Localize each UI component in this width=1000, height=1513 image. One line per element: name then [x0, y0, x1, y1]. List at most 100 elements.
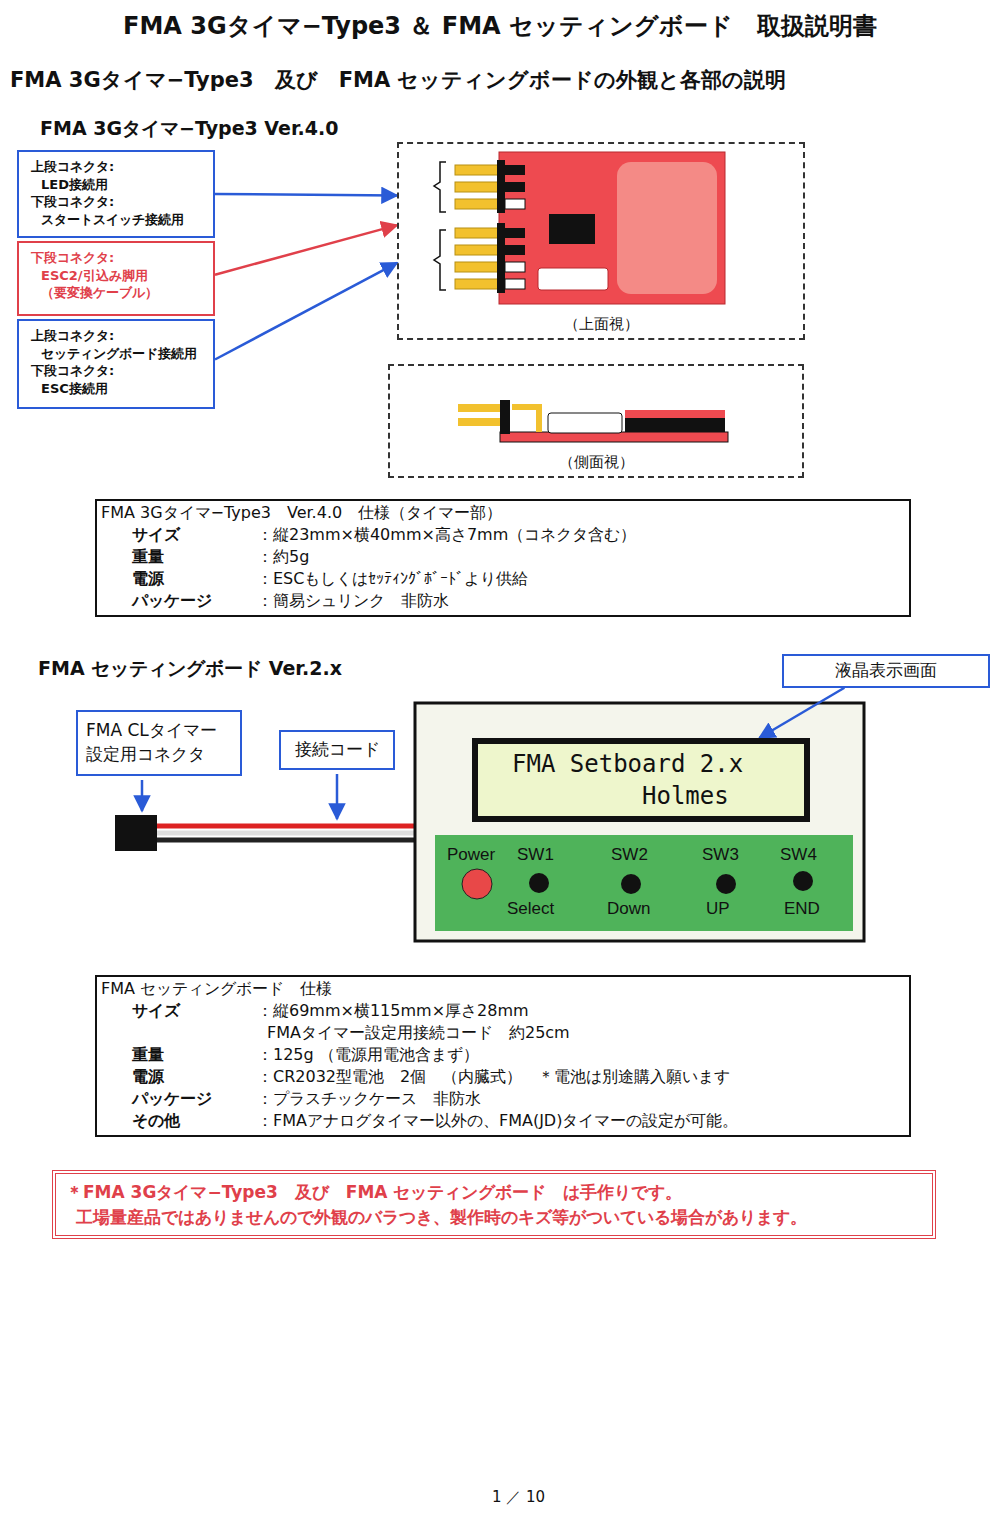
spec-value: ：FMAアナログタイマー以外の、FMA(JD)タイマーの設定が可能。 [257, 1110, 905, 1132]
shrink-area [617, 162, 717, 294]
connector-arrow [759, 688, 844, 738]
wire-red [157, 824, 414, 829]
display-text: Select [507, 899, 554, 919]
side-housing [500, 400, 510, 434]
wire-black [157, 838, 414, 843]
spec-value: ：CR2032型電池 2個 （内臓式） ＊電池は別途購入願います [257, 1066, 905, 1088]
spec-key-cell: 電源 [101, 568, 257, 590]
display-text: Down [607, 899, 650, 919]
pcb-board [499, 152, 725, 304]
callout-box: 接続コード [279, 730, 395, 770]
leader-arrow [336, 774, 339, 819]
view-frame: （上面視） [397, 142, 805, 340]
spec-value: ：ESCもしくはｾｯﾃｨﾝｸﾞﾎﾞｰﾄﾞより供給 [257, 568, 905, 590]
callout-text: 液晶表示画面 [835, 659, 937, 683]
spec-value: FMAタイマー設定用接続コード 約25cm [257, 1022, 905, 1044]
connector-arrow [215, 263, 397, 360]
spec-key: その他 [132, 1110, 257, 1132]
callout-text: ESC2/引込み脚用 [31, 267, 209, 285]
spec-key-cell [101, 1022, 257, 1044]
spec-key: 重量 [132, 546, 257, 568]
callout-box: 液晶表示画面 [782, 654, 990, 688]
spec-row: パッケージ：簡易シュリンク 非防水 [101, 590, 905, 612]
board-case [415, 703, 864, 941]
display-text: SW2 [611, 845, 648, 865]
display-text: Power [447, 845, 495, 865]
sub-heading: FMA 3Gタイマ−Type3 Ver.4.0 [40, 116, 338, 142]
spec-value-cell: ：縦69mm×横115mm×厚さ28mm [257, 1000, 905, 1022]
power-button [462, 869, 492, 899]
view-frame: （側面視） [388, 364, 804, 478]
spec-key-cell: サイズ [101, 1000, 257, 1022]
side-pin [458, 404, 506, 412]
spec-key-cell: 電源 [101, 1066, 257, 1088]
spec-key-cell: その他 [101, 1110, 257, 1132]
spec-key: 電源 [132, 1066, 257, 1088]
spec-row: パッケージ：プラスチックケース 非防水 [101, 1088, 905, 1110]
side-pin [536, 404, 542, 432]
button [529, 873, 549, 893]
spec-table: FMA 3Gタイマ−Type3 Ver.4.0 仕様（タイマー部）サイズ：縦23… [95, 499, 911, 617]
spec-heading: FMA 3Gタイマ−Type3 Ver.4.0 仕様（タイマー部） [101, 502, 905, 524]
spec-value-cell: ：縦23mm×横40mm×高さ7mm（コネクタ含む） [257, 524, 905, 546]
spec-row: 重量：約5g [101, 546, 905, 568]
spec-value-cell: ：CR2032型電池 2個 （内臓式） ＊電池は別途購入願います [257, 1066, 905, 1088]
spec-key-cell: サイズ [101, 524, 257, 546]
spec-key: パッケージ [132, 1088, 257, 1110]
spec-value: ：縦23mm×横40mm×高さ7mm（コネクタ含む） [257, 524, 905, 546]
spec-key: 重量 [132, 1044, 257, 1066]
spec-key: サイズ [132, 524, 257, 546]
spec-key: サイズ [132, 1000, 257, 1022]
display-text: Holmes [642, 782, 729, 810]
spec-row: その他：FMAアナログタイマー以外の、FMA(JD)タイマーの設定が可能。 [101, 1110, 905, 1132]
callout-text: LED接続用 [31, 176, 209, 194]
brackets [434, 162, 446, 290]
connector-arrow [215, 194, 397, 195]
callout-box: 上段コネクタ:LED接続用下段コネクタ:スタートスイッチ接続用 [17, 150, 215, 238]
spec-value-cell: ：ESCもしくはｾｯﾃｨﾝｸﾞﾎﾞｰﾄﾞより供給 [257, 568, 905, 590]
spec-row: 電源：ESCもしくはｾｯﾃｨﾝｸﾞﾎﾞｰﾄﾞより供給 [101, 568, 905, 590]
section-heading: FMA 3Gタイマ−Type3 及び FMA セッティングボードの外観と各部の説… [10, 66, 786, 94]
view-caption: （側面視） [559, 453, 634, 472]
spec-row: サイズ：縦23mm×横40mm×高さ7mm（コネクタ含む） [101, 524, 905, 546]
button [793, 871, 813, 891]
button-labels: PowerSW1SelectSW2DownSW3UPSW4END [435, 835, 853, 931]
spec-key: パッケージ [132, 590, 257, 612]
callout-text: 接続コード [295, 738, 380, 762]
spec-table: FMA セッティングボード 仕様サイズ：縦69mm×横115mm×厚さ28mmF… [95, 975, 911, 1137]
spec-value-cell: FMAタイマー設定用接続コード 約25cm [257, 1022, 905, 1044]
page-number: 1 ／ 10 [492, 1488, 545, 1507]
callout-text: （要変換ケーブル） [31, 284, 209, 302]
callout-text: 上段コネクタ: [31, 158, 209, 176]
spec-value-cell: ：約5g [257, 546, 905, 568]
spec-key-cell: 重量 [101, 546, 257, 568]
spec-value: ：約5g [257, 546, 905, 568]
spec-value-cell: ：プラスチックケース 非防水 [257, 1088, 905, 1110]
connector-plug [115, 815, 157, 851]
spec-row: FMAタイマー設定用接続コード 約25cm [101, 1022, 905, 1044]
display-text: SW3 [702, 845, 739, 865]
spec-key: 電源 [132, 568, 257, 590]
warning-text: ＊FMA 3Gタイマ−Type3 及び FMA セッティングボード は手作りです… [66, 1180, 922, 1205]
spec-value: ：縦69mm×横115mm×厚さ28mm [257, 1000, 905, 1022]
wire-white [157, 831, 414, 836]
side-shrink [625, 410, 725, 418]
leader-arrow [141, 780, 144, 811]
display-text: UP [706, 899, 730, 919]
ic-chip [549, 214, 595, 244]
spec-key-cell: パッケージ [101, 1088, 257, 1110]
callout-box: 上段コネクタ:セッティングボード接続用下段コネクタ:ESC接続用 [17, 319, 215, 409]
spec-key-cell: 重量 [101, 1044, 257, 1066]
spec-value: ：125g （電源用電池含まず） [257, 1044, 905, 1066]
side-chip [625, 418, 725, 432]
view-caption: （上面視） [564, 315, 639, 334]
connector-arrow [215, 225, 397, 275]
sub-heading: FMA セッティングボード Ver.2.x [38, 656, 342, 682]
spec-value-cell: ：簡易シュリンク 非防水 [257, 590, 905, 612]
spec-value-cell: ：FMAアナログタイマー以外の、FMA(JD)タイマーの設定が可能。 [257, 1110, 905, 1132]
spec-heading: FMA セッティングボード 仕様 [101, 978, 905, 1000]
callout-box: FMA CLタイマー 設定用コネクタ [76, 710, 242, 776]
lcd-screen: FMA Setboard 2.xHolmes [472, 738, 810, 822]
spec-row: 重量：125g （電源用電池含まず） [101, 1044, 905, 1066]
